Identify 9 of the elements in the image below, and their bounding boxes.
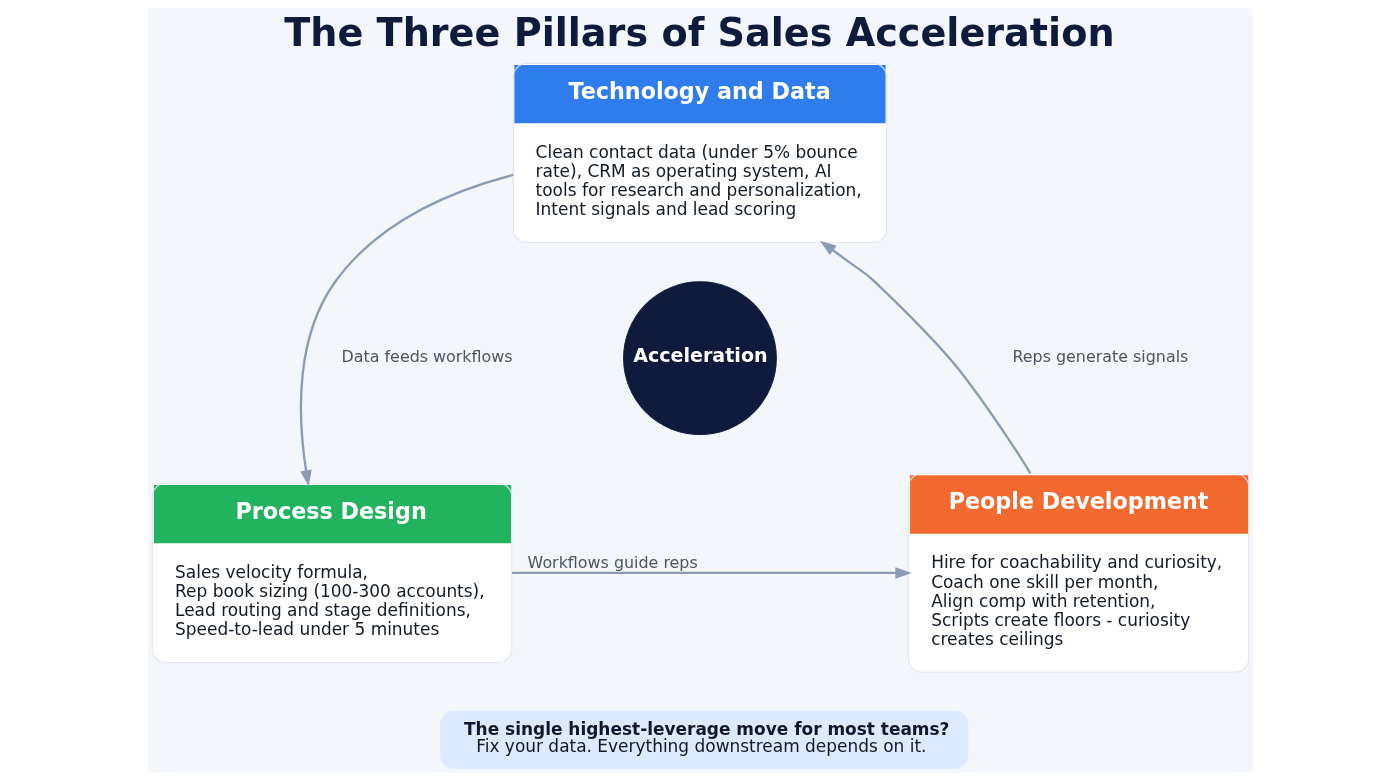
arrow xyxy=(299,173,514,487)
edge-label: Data feeds workflows xyxy=(341,346,513,366)
diagram-title: The Three Pillars of Sales Acceleration xyxy=(283,11,1115,56)
edge-label: Reps generate signals xyxy=(1011,346,1188,366)
node-box: The single highest-leverage move for most teams? Fix your data. Everything downstream depends on it. xyxy=(439,710,968,770)
node-circle: Acceleration xyxy=(622,281,777,436)
arrow xyxy=(819,240,1031,475)
arrow xyxy=(511,567,912,579)
edge-label: Workflows guide reps xyxy=(527,552,698,572)
